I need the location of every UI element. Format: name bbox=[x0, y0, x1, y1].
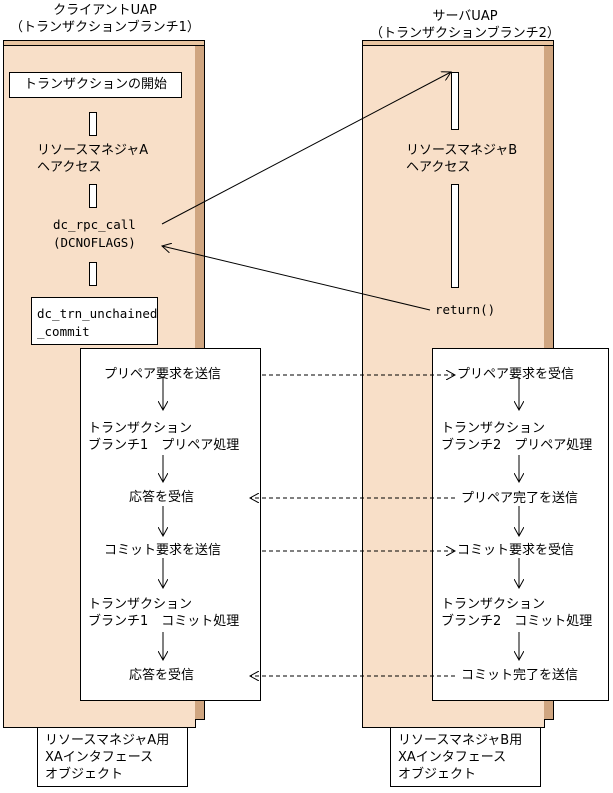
client-activity-bar-1 bbox=[89, 112, 97, 136]
right-step-prepare-done: プリペア完了を送信 bbox=[461, 491, 579, 506]
transaction-start-box: トランザクションの開始 bbox=[9, 72, 182, 98]
server-rm-access-line2: ヘアクセス bbox=[406, 160, 471, 175]
client-activity-bar-2 bbox=[89, 184, 97, 208]
server-xa-line2: XAインタフェース bbox=[398, 750, 507, 765]
unchained-commit-box: dc_trn_unchained _commit bbox=[31, 297, 158, 345]
client-rm-access-line1: リソースマネジャA bbox=[37, 143, 149, 158]
left-step-receive-reply-1: 応答を受信 bbox=[129, 490, 195, 505]
server-xa-line1: リソースマネジャB用 bbox=[398, 733, 523, 748]
left-step-prepare-line1: トランザクション bbox=[88, 421, 193, 436]
transaction-start-label: トランザクションの開始 bbox=[23, 77, 167, 92]
server-xa-line3: オブジェクト bbox=[398, 767, 477, 782]
unchained-commit-line2: _commit bbox=[37, 324, 90, 339]
left-step-prepare-line2: ブランチ1 プリペア処理 bbox=[88, 438, 240, 453]
server-header-subtitle: （トランザクションブランチ2） bbox=[370, 26, 560, 41]
server-activity-bar-1 bbox=[451, 72, 459, 130]
right-step-commit-line2: ブランチ2 コミット処理 bbox=[441, 614, 593, 629]
rpc-call-label: dc_rpc_call bbox=[53, 217, 136, 232]
server-rm-access-line1: リソースマネジャB bbox=[406, 143, 518, 158]
server-xa-object-box: リソースマネジャB用 XAインタフェース オブジェクト bbox=[390, 727, 541, 787]
client-xa-line3: オブジェクト bbox=[45, 767, 124, 782]
left-step-send-commit: コミット要求を送信 bbox=[104, 543, 222, 558]
right-step-prepare-line2: ブランチ2 プリペア処理 bbox=[441, 438, 593, 453]
rpc-call-flags: (DCNOFLAGS) bbox=[53, 235, 136, 250]
right-step-prepare-line1: トランザクション bbox=[441, 421, 546, 436]
right-step-commit-done: コミット完了を送信 bbox=[461, 668, 579, 683]
rpc-call-arrow bbox=[161, 72, 451, 225]
client-lane-top bbox=[3, 40, 205, 46]
client-rm-access-line2: ヘアクセス bbox=[37, 160, 102, 175]
return-label: return() bbox=[435, 302, 496, 317]
left-step-send-prepare: プリペア要求を送信 bbox=[104, 367, 222, 382]
rpc-return-arrow bbox=[162, 246, 431, 311]
left-step-commit-line2: ブランチ1 コミット処理 bbox=[88, 614, 240, 629]
client-activity-bar-3 bbox=[89, 262, 97, 286]
client-header-title: クライアントUAP bbox=[53, 3, 157, 18]
client-2pc-panel bbox=[80, 348, 261, 701]
right-step-commit-line1: トランザクション bbox=[441, 597, 546, 612]
right-step-receive-commit: コミット要求を受信 bbox=[457, 543, 575, 558]
server-lane-top bbox=[362, 40, 554, 46]
left-step-receive-reply-2: 応答を受信 bbox=[129, 668, 195, 683]
client-header-subtitle: （トランザクションブランチ1） bbox=[10, 20, 200, 35]
left-step-commit-line1: トランザクション bbox=[88, 597, 193, 612]
client-xa-line1: リソースマネジャA用 bbox=[45, 733, 170, 748]
unchained-commit-line1: dc_trn_unchained bbox=[37, 306, 158, 321]
right-step-receive-prepare: プリペア要求を受信 bbox=[457, 367, 575, 382]
server-activity-bar-2 bbox=[451, 184, 459, 288]
client-xa-line2: XAインタフェース bbox=[45, 750, 154, 765]
client-xa-object-box: リソースマネジャA用 XAインタフェース オブジェクト bbox=[37, 727, 188, 787]
server-header-title: サーバUAP bbox=[432, 9, 498, 24]
